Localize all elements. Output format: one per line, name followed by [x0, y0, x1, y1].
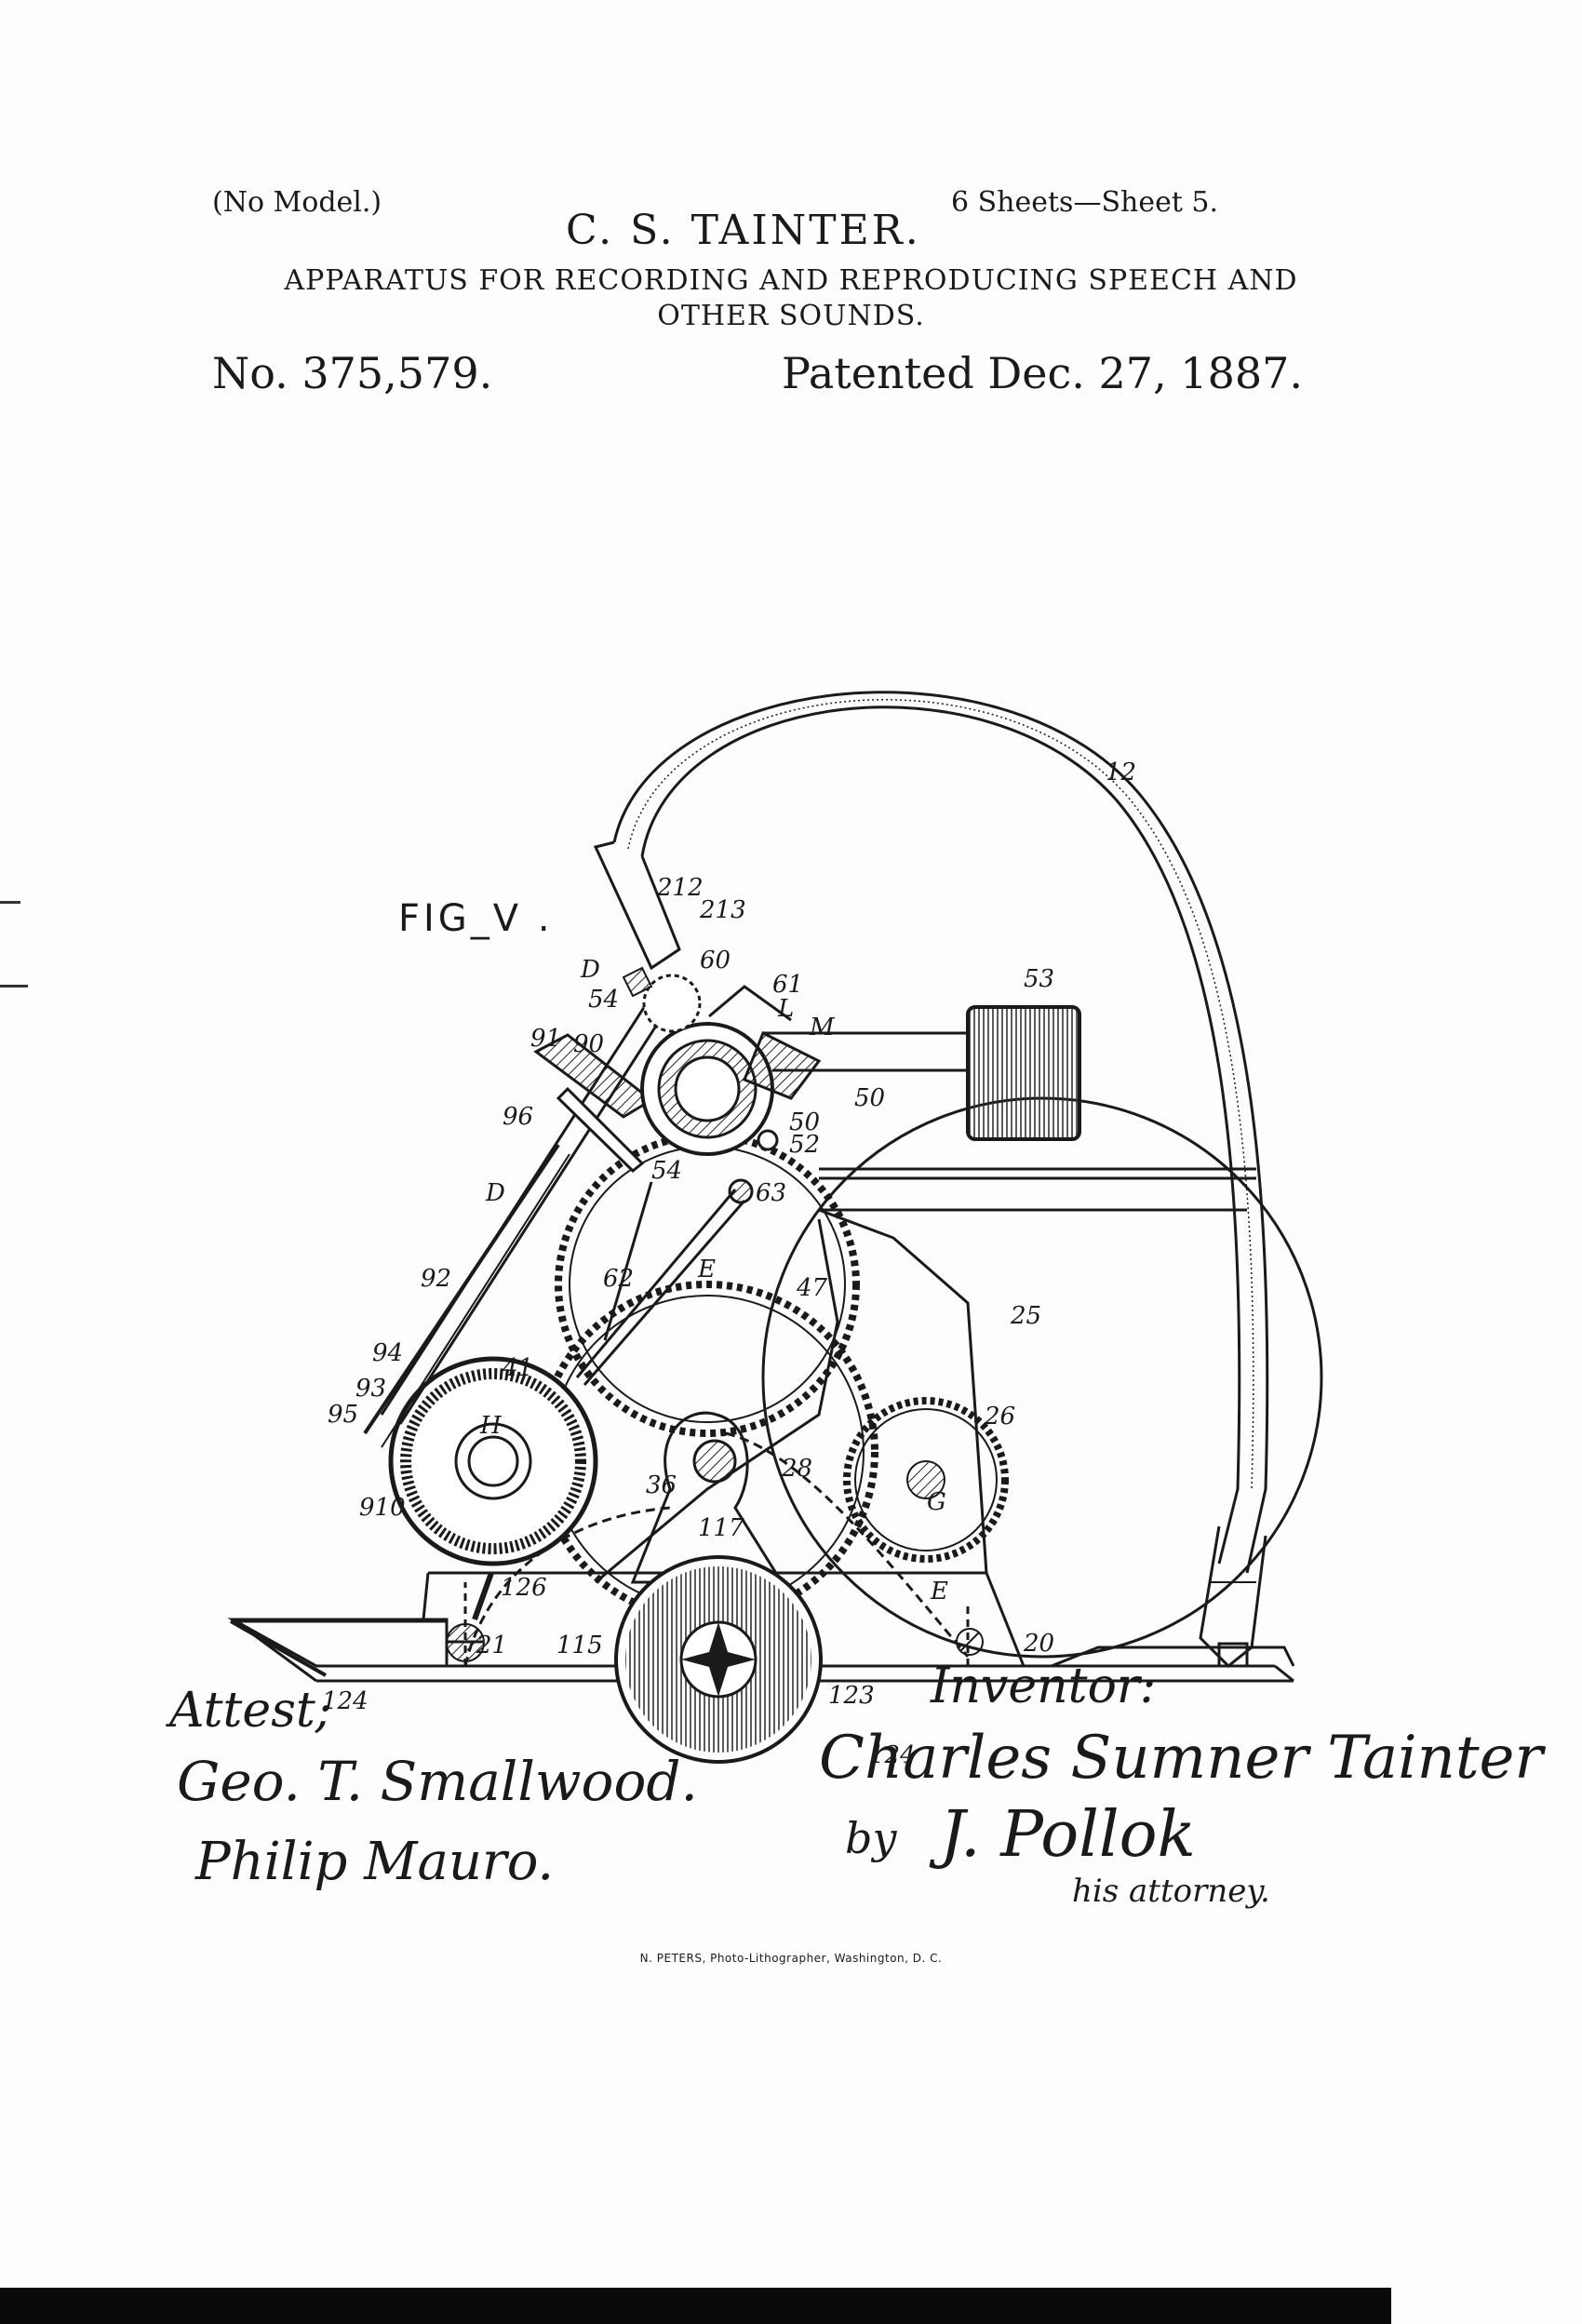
- brush-115: [614, 1555, 823, 1764]
- ref-212: 212: [656, 874, 704, 902]
- scan-bottom-border: [0, 2288, 1391, 2324]
- ref-124a: 124: [322, 1687, 369, 1715]
- ref-25: 25: [1010, 1302, 1041, 1330]
- arm-D: [363, 995, 670, 1448]
- ref-E-top: E: [697, 1256, 716, 1283]
- patent-title-line-2: OTHER SOUNDS.: [657, 300, 925, 332]
- printer-credit: N. PETERS, Photo-Lithographer, Washingto…: [639, 1952, 943, 1965]
- horizontal-rod: [819, 1167, 1256, 1180]
- reference-numerals: 12 212 213 60 D 61 L M 53 54 91 90 96 50…: [322, 759, 1136, 1769]
- ref-117: 117: [698, 1514, 744, 1542]
- ref-126: 126: [501, 1574, 547, 1602]
- bracket-117: [630, 1411, 784, 1584]
- ref-92: 92: [421, 1265, 451, 1293]
- ref-50a: 50: [854, 1084, 885, 1112]
- ref-47: 47: [796, 1274, 828, 1302]
- by-label: by: [845, 1813, 897, 1863]
- reproducer-head: [622, 966, 792, 1156]
- ref-213: 213: [699, 896, 746, 924]
- ref-124b: 124: [869, 1741, 916, 1769]
- ref-91: 91: [530, 1025, 561, 1053]
- patent-title-line-1: APPARATUS FOR RECORDING AND REPRODUCING …: [284, 264, 1298, 297]
- ref-E-right: E: [930, 1578, 948, 1605]
- ref-123: 123: [828, 1682, 875, 1710]
- hearing-tube: [593, 691, 1269, 1669]
- inventor-signature: Charles Sumner Tainter: [819, 1724, 1543, 1793]
- patent-number: No. 375,579.: [212, 348, 493, 398]
- ref-90: 90: [573, 1030, 604, 1058]
- ref-12: 12: [1106, 759, 1136, 786]
- ref-96: 96: [503, 1103, 533, 1131]
- ref-53: 53: [1024, 965, 1054, 993]
- ref-21: 21: [476, 1632, 507, 1659]
- drum-H: [388, 1356, 598, 1566]
- ref-52: 52: [789, 1131, 820, 1159]
- ref-20: 20: [1023, 1630, 1054, 1658]
- ref-28: 28: [781, 1455, 812, 1483]
- ref-62: 62: [603, 1265, 634, 1293]
- attorney-signature: J. Pollok: [940, 1798, 1196, 1872]
- screw-20: [956, 1628, 984, 1656]
- patent-date: Patented Dec. 27, 1887.: [782, 348, 1303, 398]
- scan-edge-mark: [0, 985, 28, 987]
- attest-label: Attest;: [169, 1683, 332, 1739]
- sheet-number: 6 Sheets—Sheet 5.: [951, 186, 1219, 219]
- ref-910: 910: [359, 1494, 406, 1522]
- ref-H: H: [479, 1412, 503, 1440]
- ref-M: M: [809, 1014, 836, 1041]
- ref-61: 61: [772, 971, 803, 999]
- no-model-note: (No Model.): [212, 186, 382, 219]
- ref-93: 93: [355, 1375, 386, 1403]
- ref-63: 63: [756, 1179, 786, 1207]
- ref-50b: 50: [789, 1108, 820, 1136]
- inventor-label: Inventor:: [931, 1659, 1157, 1714]
- witness-signature-2: Philip Mauro.: [195, 1832, 555, 1892]
- shaft-21: [446, 1571, 494, 1662]
- foot-bracket: [1051, 1642, 1295, 1668]
- scan-edge-mark: [0, 901, 20, 904]
- witness-signature-1: Geo. T. Smallwood.: [177, 1750, 698, 1813]
- inventor-name: C. S. TAINTER.: [566, 207, 921, 254]
- stylus-arm: [575, 1178, 754, 1386]
- ref-54a: 54: [588, 986, 619, 1014]
- ref-54b: 54: [651, 1157, 682, 1185]
- attorney-label: his attorney.: [1072, 1873, 1270, 1910]
- ref-36: 36: [646, 1471, 677, 1499]
- figure-label: FIG_V .: [398, 897, 554, 940]
- ref-95: 95: [328, 1401, 358, 1429]
- ref-41: 41: [502, 1354, 533, 1382]
- gear-26: [843, 1397, 1009, 1563]
- weight-53: [966, 1005, 1081, 1141]
- ref-D-left: D: [485, 1179, 505, 1207]
- ref-115: 115: [556, 1632, 603, 1659]
- ref-26: 26: [984, 1403, 1015, 1431]
- ref-94: 94: [372, 1339, 403, 1367]
- bracket-96: [533, 1033, 654, 1173]
- ref-60: 60: [700, 947, 731, 974]
- ref-G: G: [927, 1488, 946, 1516]
- ref-L: L: [777, 995, 794, 1023]
- ref-D-top: D: [580, 956, 600, 984]
- lever-M: [743, 1030, 968, 1100]
